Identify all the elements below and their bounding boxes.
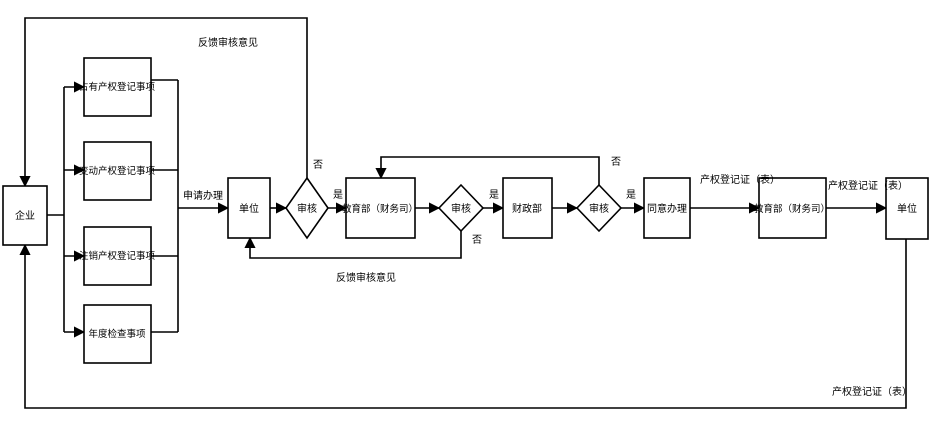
node-enterprise-label: 企业 xyxy=(15,209,35,222)
label-cert1: 产权登记证（表） xyxy=(700,173,780,186)
label-cert2: 产权登记证（表） xyxy=(828,179,908,192)
node-cancel-label: 注销产权登记事项 xyxy=(79,250,156,262)
label-no3: 否 xyxy=(611,156,621,168)
node-unit-left xyxy=(227,177,271,239)
node-approve-label: 同意办理 xyxy=(647,202,687,215)
connector-review3-back xyxy=(375,156,600,185)
node-cancel xyxy=(83,226,152,286)
node-approve xyxy=(643,177,691,239)
connector-feedback-bottom xyxy=(244,231,462,259)
node-review1-label: 审核 xyxy=(297,202,317,215)
label-cert-bottom: 产权登记证（表） xyxy=(832,385,912,398)
label-yes3: 是 xyxy=(626,189,636,201)
label-feedback-top: 反馈审核意见 xyxy=(198,36,258,49)
node-review2-label: 审核 xyxy=(451,202,471,215)
node-edu2-label: 教育部（财务司） xyxy=(754,203,830,215)
label-no2: 否 xyxy=(472,234,482,246)
node-review3 xyxy=(575,183,623,233)
connector-cert-return xyxy=(19,239,907,409)
node-change-label: 变动产权登记事项 xyxy=(79,165,156,177)
node-finance xyxy=(502,177,553,239)
node-annual xyxy=(83,304,152,364)
node-occupy xyxy=(83,57,152,117)
node-review3-label: 审核 xyxy=(589,202,609,215)
node-review1 xyxy=(285,176,329,240)
node-unit-right xyxy=(885,177,929,240)
node-edu1 xyxy=(345,177,416,239)
node-review2 xyxy=(437,183,485,233)
label-yes2: 是 xyxy=(489,189,499,201)
node-annual-label: 年度检查事项 xyxy=(88,328,146,340)
node-edu1-label: 教育部（财务司） xyxy=(342,203,418,215)
label-apply: 申请办理 xyxy=(183,189,223,202)
label-no1: 否 xyxy=(313,159,323,171)
label-feedback-bottom: 反馈审核意见 xyxy=(336,271,396,284)
node-edu2 xyxy=(758,177,827,239)
label-yes1: 是 xyxy=(333,189,343,201)
node-finance-label: 财政部 xyxy=(512,202,542,215)
node-enterprise xyxy=(2,185,48,246)
node-change xyxy=(83,141,152,201)
node-unit-left-label: 单位 xyxy=(239,202,259,215)
node-unit-right-label: 单位 xyxy=(897,202,917,215)
node-occupy-label: 占有产权登记事项 xyxy=(79,81,156,93)
connector-feedback-top xyxy=(19,17,308,188)
